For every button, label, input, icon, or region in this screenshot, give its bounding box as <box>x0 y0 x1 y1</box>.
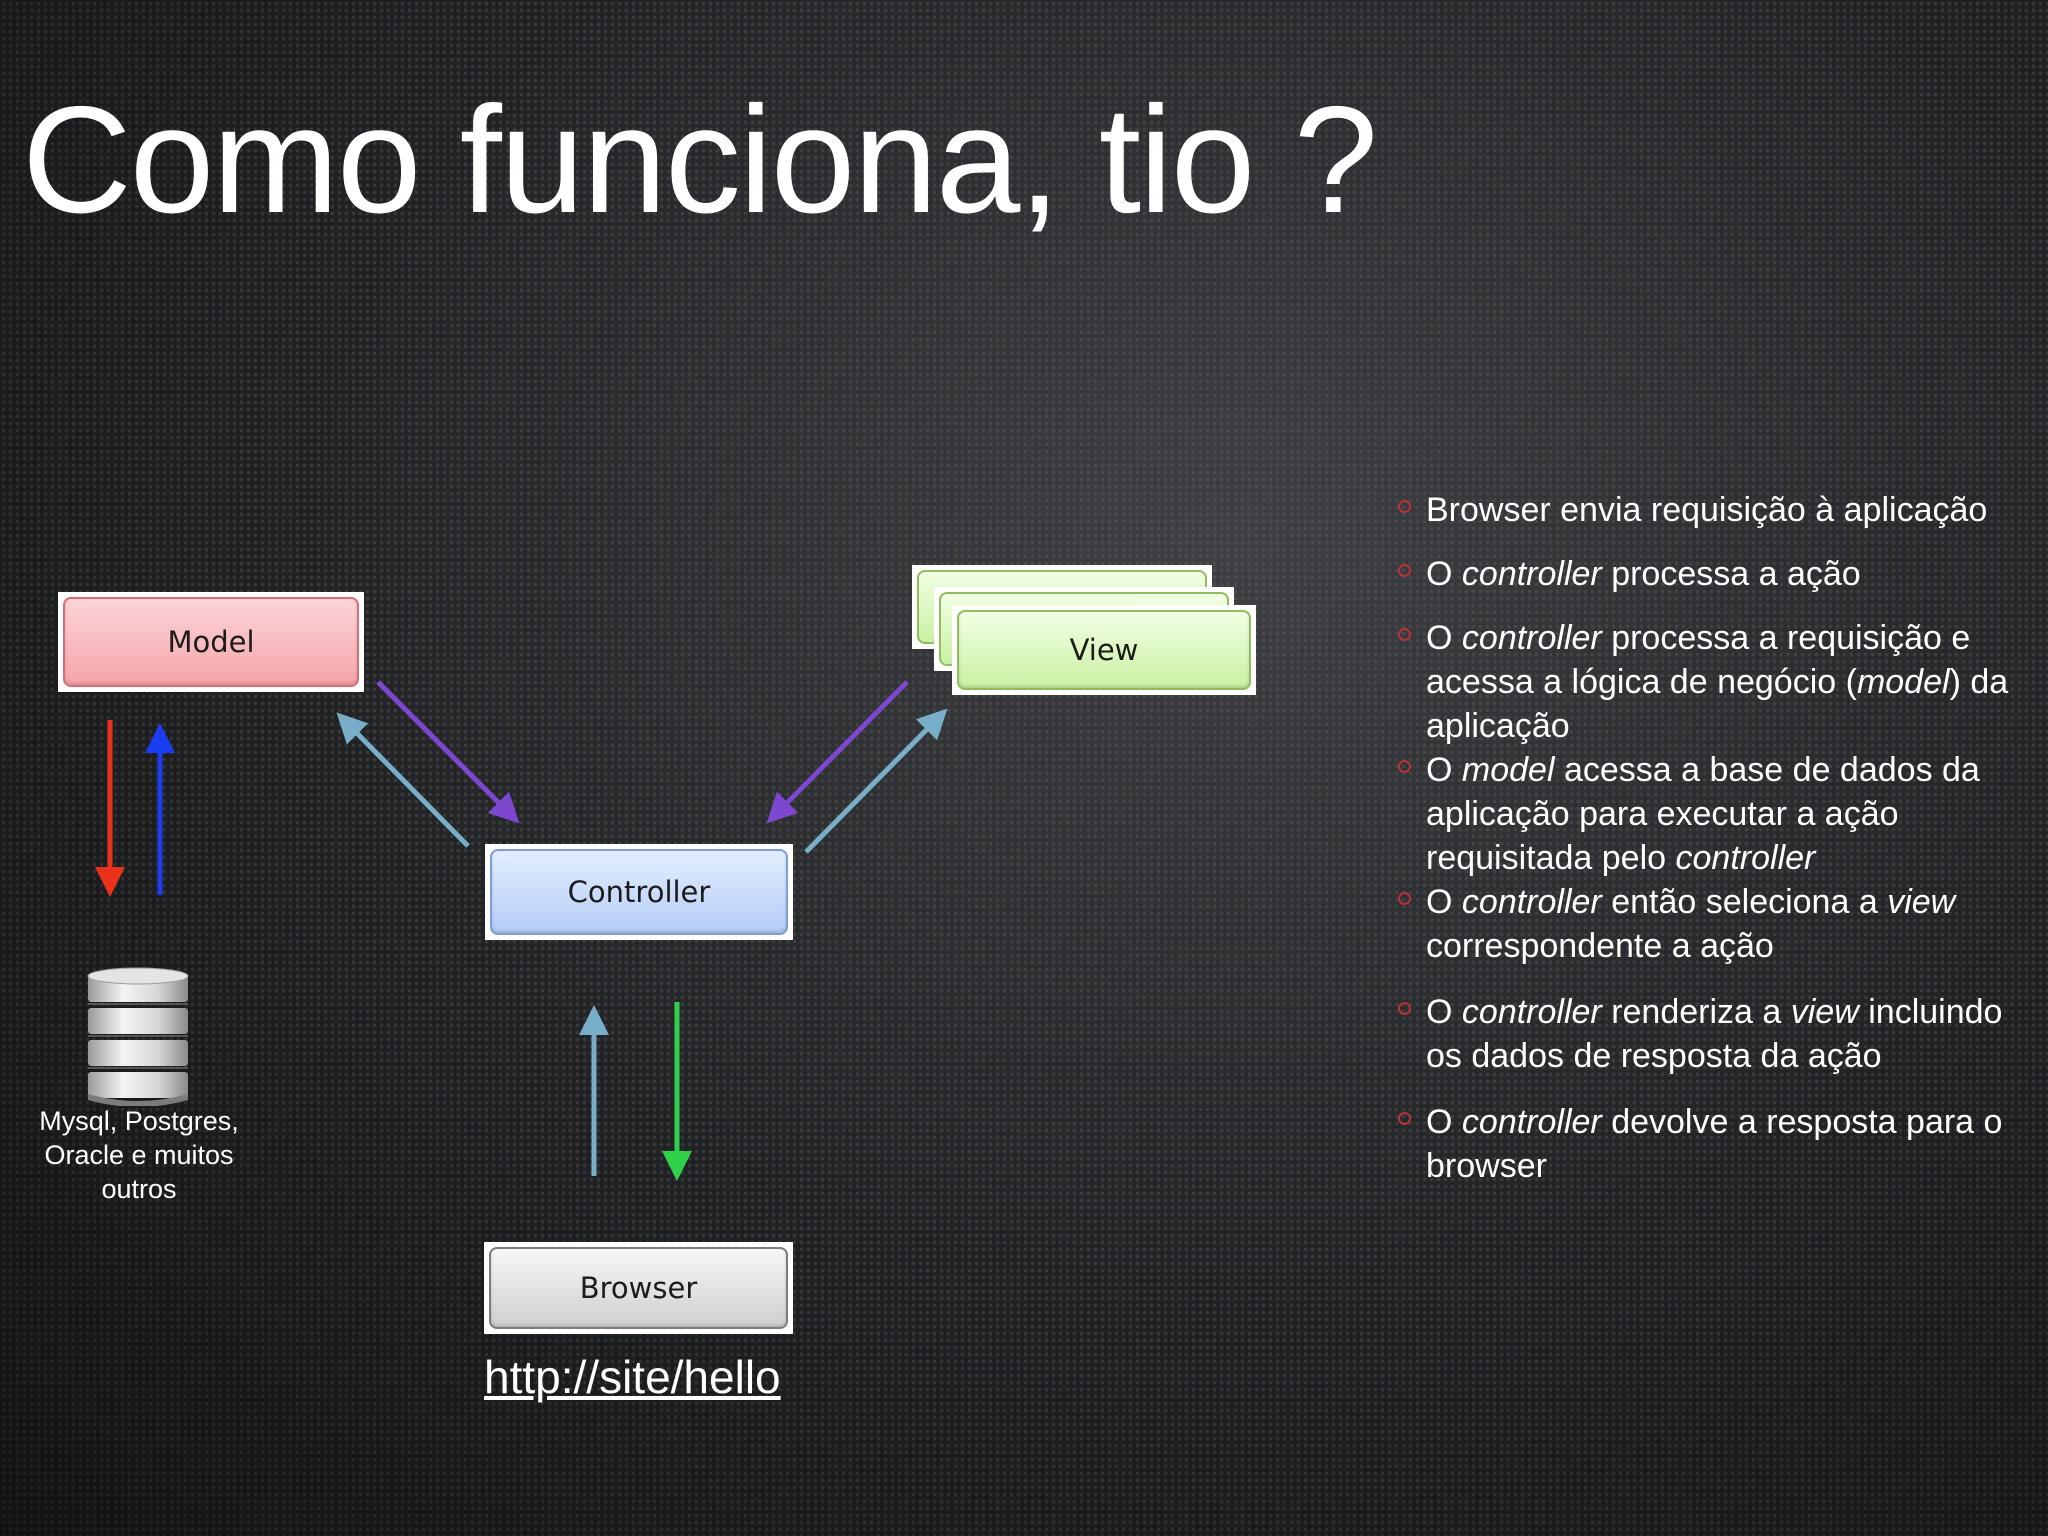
browser-box: Browser <box>489 1247 788 1329</box>
arrow-model-to-controller <box>376 680 520 824</box>
bullet-text: controller <box>1461 1103 1602 1141</box>
bullet-text: correspondente a ação <box>1426 927 1774 965</box>
bullet-text: O <box>1426 555 1462 593</box>
bullet-dot-icon <box>1398 760 1411 773</box>
bullet-text: O <box>1426 751 1462 789</box>
bullet-text: renderiza a <box>1601 993 1791 1031</box>
database-caption: Mysql, Postgres, Oracle e muitos outros <box>20 1104 258 1206</box>
model-box-frame: Model <box>58 592 364 692</box>
bullet-dot-icon <box>1398 1112 1411 1125</box>
browser-box-frame: Browser <box>484 1242 793 1334</box>
bullet-text: acessa a base de dados da aplicação para… <box>1426 751 1980 877</box>
view-stack: View <box>912 565 1256 695</box>
bullet-text: então seleciona a <box>1601 883 1888 921</box>
bullet-text: model <box>1461 751 1555 789</box>
bullet-text: controller <box>1461 555 1602 593</box>
view-box-frame: View <box>952 605 1256 695</box>
arrow-controller-to-view <box>804 708 948 854</box>
controller-box-frame: Controller <box>485 844 793 940</box>
bullet-dot-icon <box>1398 564 1411 577</box>
bullet-dot-icon <box>1398 628 1411 641</box>
bullet-text: incluindo os dados de resposta da ação <box>1426 993 2003 1075</box>
bullet-dot-icon <box>1398 892 1411 905</box>
database-caption-line-1: Mysql, Postgres, <box>39 1106 239 1136</box>
bullet-text: O <box>1426 883 1462 921</box>
arrow-controller-to-model <box>336 712 470 848</box>
view-box: View <box>957 610 1251 690</box>
bullet-text: O <box>1426 993 1462 1031</box>
bullet-text: processa a requisição e acessa a lógica … <box>1426 619 1971 701</box>
database-caption-line-2: Oracle e muitos <box>44 1140 234 1170</box>
controller-box: Controller <box>490 849 788 935</box>
bullet-text: view <box>1790 993 1859 1031</box>
bullet-item: O controller então seleciona a view corr… <box>1398 880 2028 968</box>
bullet-item: O controller renderiza a view incluindo … <box>1398 990 2028 1078</box>
bullet-text: devolve a resposta para o browser <box>1426 1103 2003 1185</box>
slide-title: Como funciona, tio ? <box>22 75 1378 245</box>
bullet-text: Browser envia requisição à aplicação <box>1426 491 1988 529</box>
bullet-item: O controller processa a ação <box>1398 552 2028 596</box>
bullet-text: O <box>1426 1103 1462 1141</box>
request-url-link[interactable]: http://site/hello <box>484 1351 781 1403</box>
bullet-text: controller <box>1461 619 1602 657</box>
bullet-dot-icon <box>1398 500 1411 513</box>
database-icon <box>87 967 189 1106</box>
bullet-item: O controller processa a requisição e ace… <box>1398 616 2028 748</box>
bullet-text: processa a ação <box>1601 555 1861 593</box>
bullet-item: Browser envia requisição à aplicação <box>1398 488 2028 532</box>
bullet-dot-icon <box>1398 1002 1411 1015</box>
arrow-view-to-controller <box>766 680 909 824</box>
bullet-text: controller <box>1461 883 1602 921</box>
bullet-text: O <box>1426 619 1462 657</box>
bullet-text: ) da aplicação <box>1426 663 2009 745</box>
bullet-text: controller <box>1461 993 1602 1031</box>
bullet-item: O controller devolve a resposta para o b… <box>1398 1100 2028 1188</box>
bullet-text: view <box>1887 883 1956 921</box>
bullet-text: controller <box>1675 839 1816 877</box>
database-caption-line-3: outros <box>101 1174 177 1204</box>
bullet-text: model <box>1856 663 1950 701</box>
bullet-item: O model acessa a base de dados da aplica… <box>1398 748 2028 880</box>
model-box: Model <box>63 597 359 687</box>
